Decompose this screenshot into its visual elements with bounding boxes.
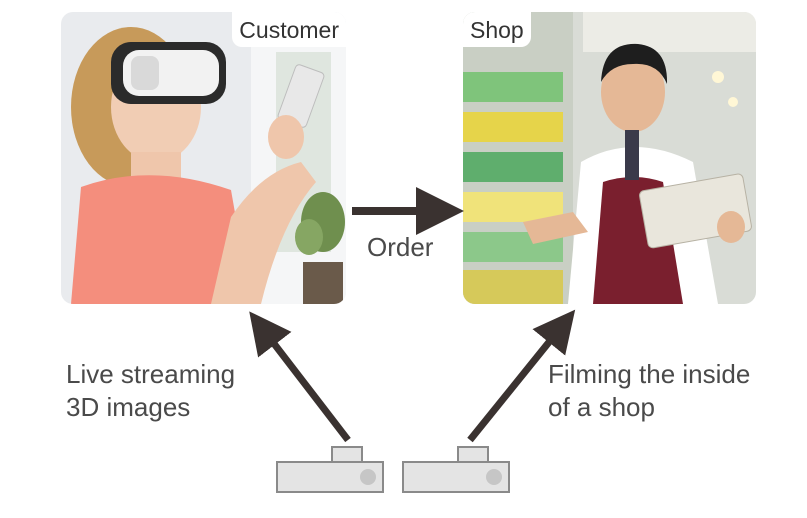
filming-caption-line-1: Filming the inside (548, 359, 751, 389)
customer-label: Customer (232, 12, 346, 47)
camera-icon (402, 446, 510, 493)
shop-illustration (463, 12, 756, 304)
order-label: Order (367, 232, 434, 262)
streaming-caption-line-2: 3D images (66, 392, 191, 422)
filming-arrow (467, 309, 576, 443)
filming-caption: Filming the inside of a shop (548, 358, 750, 424)
shop-photo: Shop (463, 12, 756, 304)
shop-label: Shop (463, 12, 531, 47)
streaming-caption-line-1: Live streaming (66, 359, 236, 389)
filming-caption-line-2: of a shop (548, 392, 655, 422)
customer-photo: Customer (61, 12, 346, 304)
stream-arrow (249, 311, 351, 443)
streaming-caption: Live streaming 3D images (66, 358, 235, 424)
customer-illustration (61, 12, 346, 304)
camera-icon (276, 446, 384, 493)
